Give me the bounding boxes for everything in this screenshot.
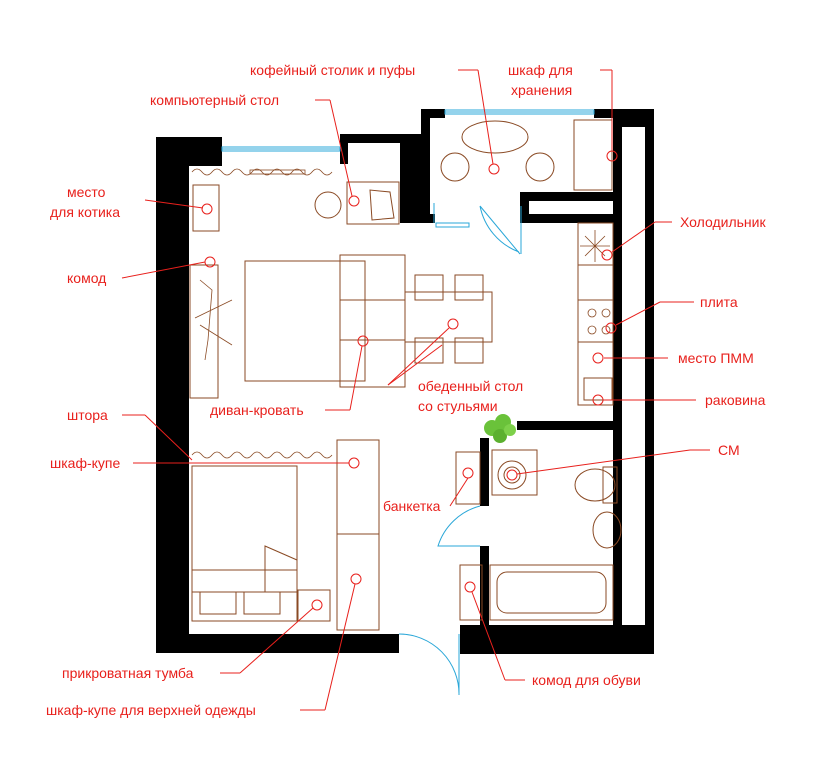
label-bench: банкетка <box>383 498 441 514</box>
furniture <box>189 119 622 631</box>
walls <box>156 109 654 654</box>
label-nightstand: прикроватная тумба <box>62 665 194 681</box>
label-wardrobe: шкаф-купе <box>50 455 120 471</box>
label-curtain: штора <box>67 407 108 423</box>
labels: кофейный столик и пуфы шкаф для хранения… <box>46 62 766 718</box>
label-storage-line2: хранения <box>511 82 572 98</box>
label-dining-line1: обеденный стол <box>418 378 523 394</box>
label-fridge: Холодильник <box>680 214 766 230</box>
label-washer: СМ <box>718 442 740 458</box>
plant-icon <box>484 414 516 443</box>
label-dining-line2: со стульями <box>418 398 498 414</box>
label-coffee-table: кофейный столик и пуфы <box>250 62 415 78</box>
label-computer-desk: компьютерный стол <box>150 92 279 108</box>
callout-markers <box>121 69 710 711</box>
label-storage-line1: шкаф для <box>508 62 573 78</box>
label-shoe-cabinet: комод для обуви <box>532 672 641 688</box>
label-dresser: комод <box>67 270 106 286</box>
label-cat-place-line1: место <box>67 184 106 200</box>
doors <box>398 203 522 696</box>
label-sink: раковина <box>705 392 766 408</box>
label-dishwasher: место ПММ <box>678 350 754 366</box>
windows <box>221 109 595 228</box>
label-sofa-bed: диван-кровать <box>210 402 304 418</box>
label-coat-wardrobe: шкаф-купе для верхней одежды <box>46 702 256 718</box>
label-cat-place-line2: для котика <box>50 204 120 220</box>
label-stove: плита <box>700 294 738 310</box>
